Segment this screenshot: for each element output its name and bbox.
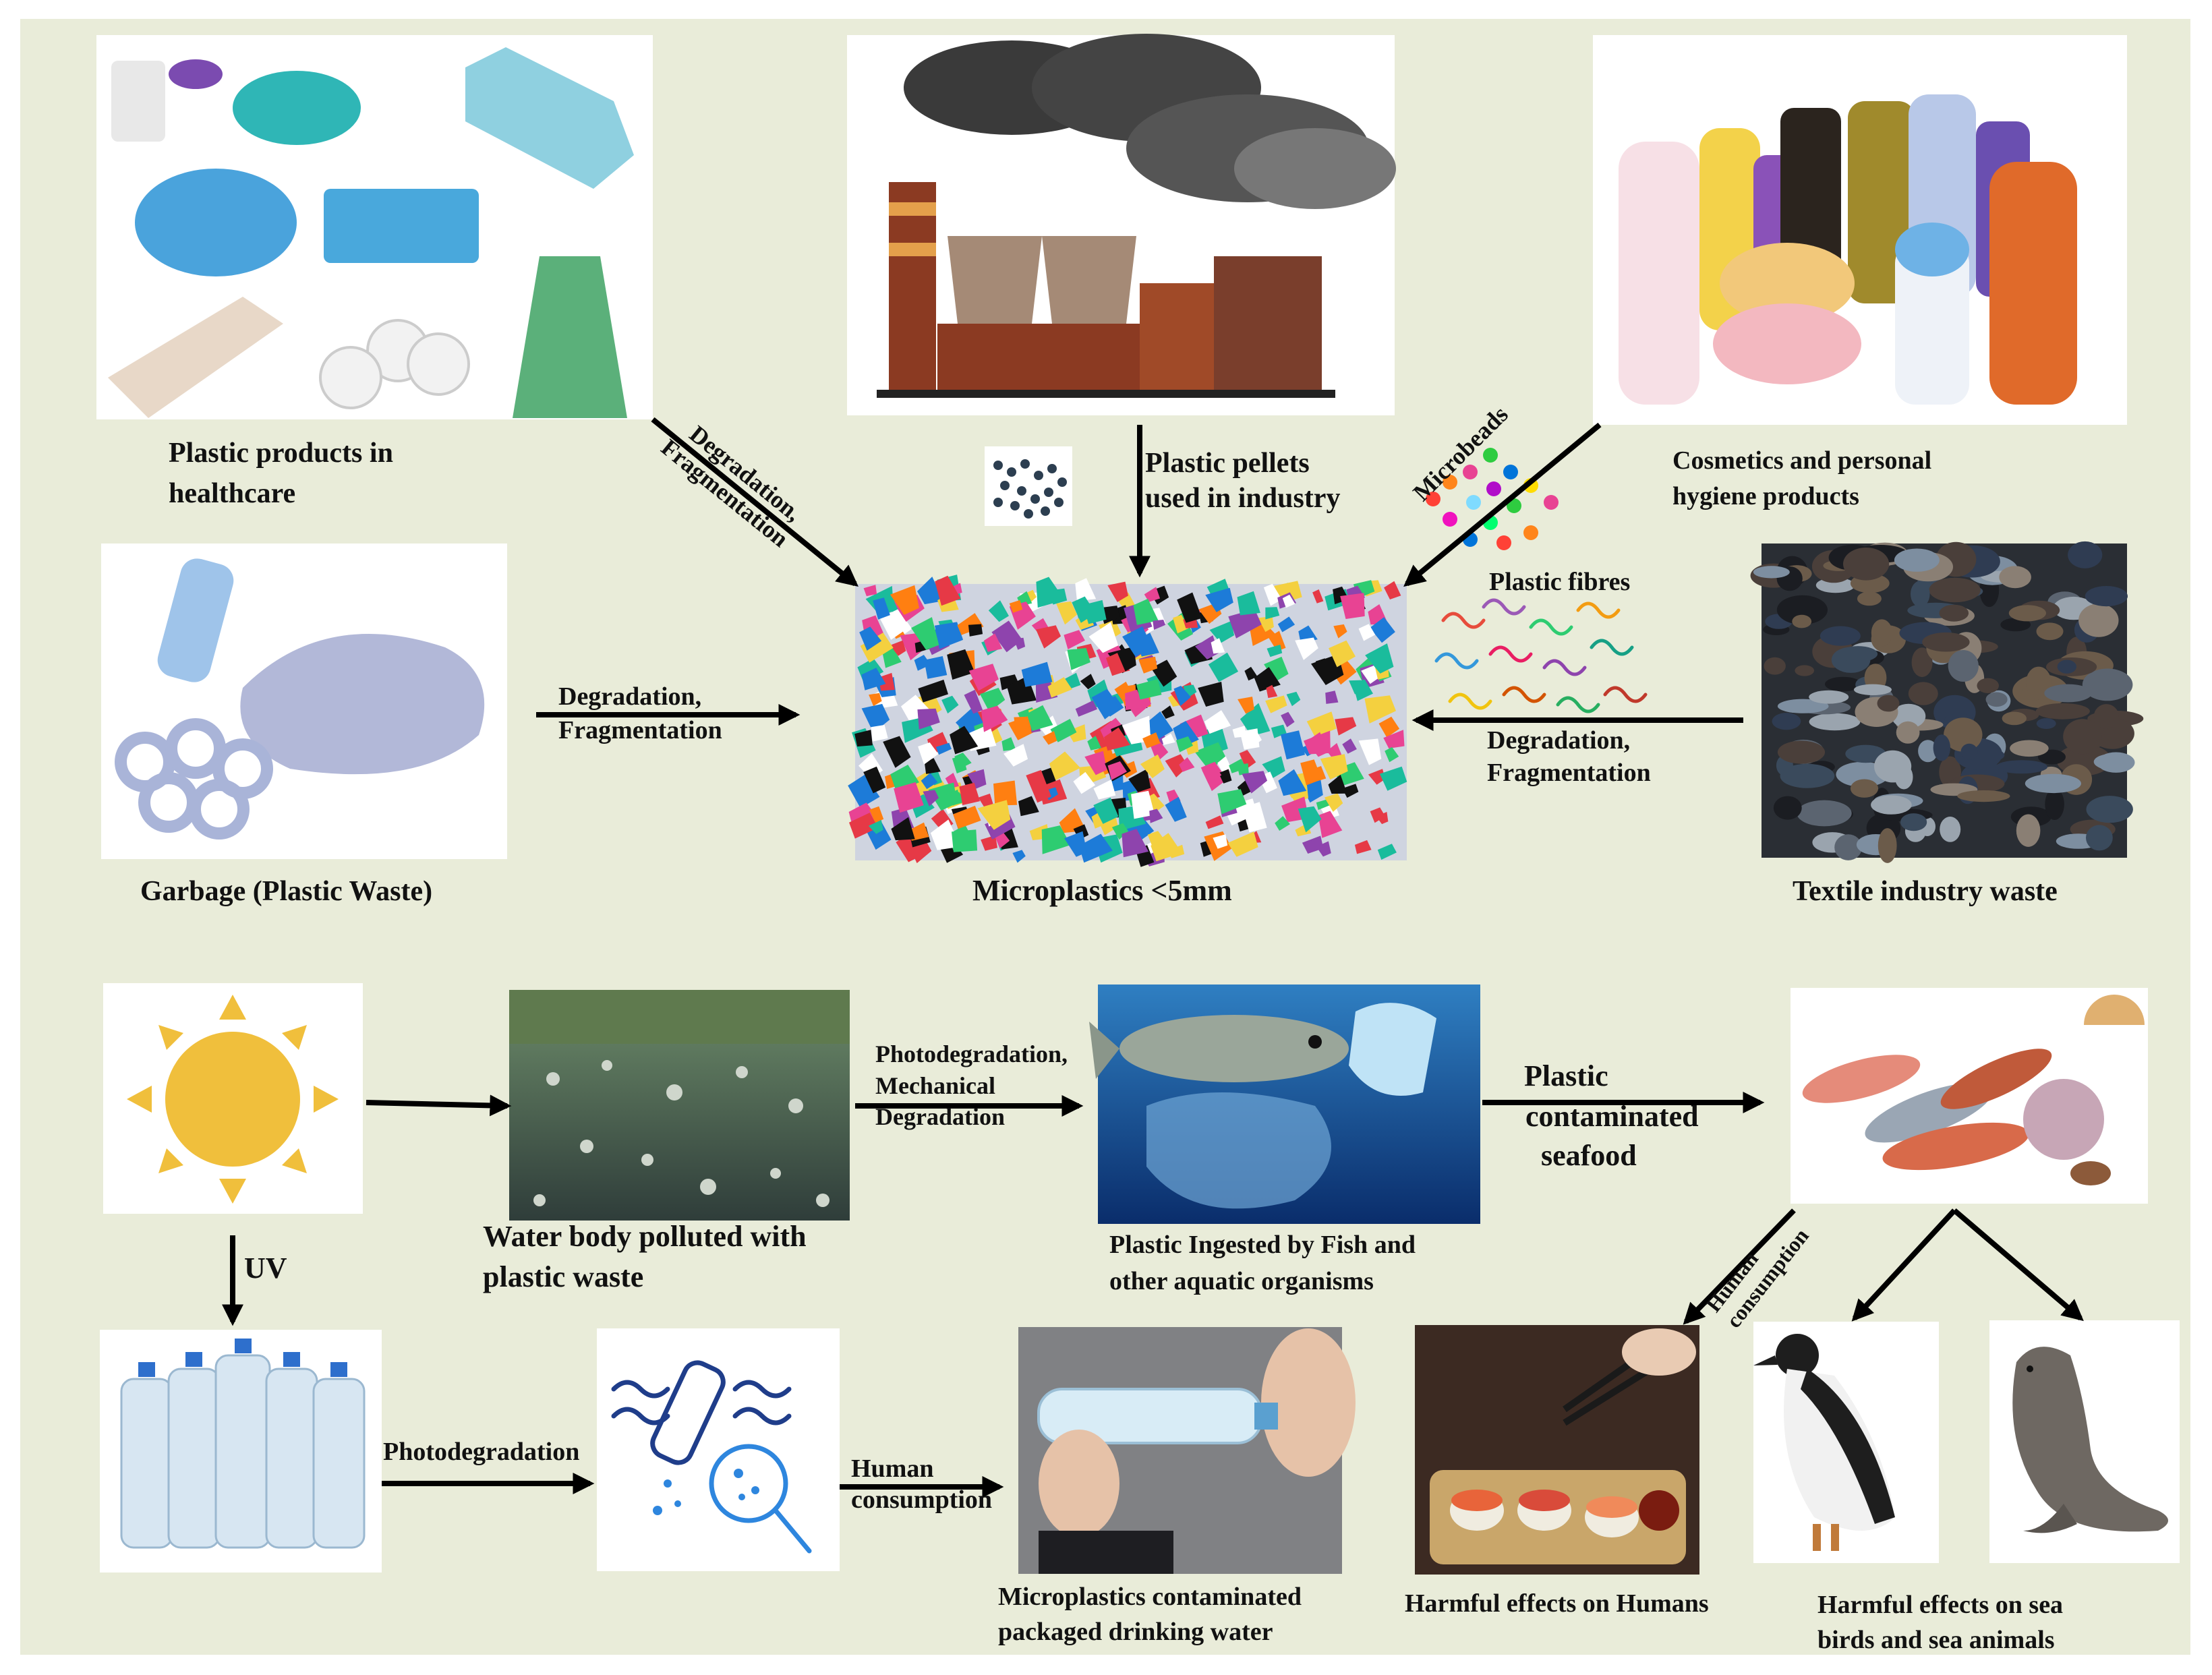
- microplastic-fragments-icon: [848, 575, 1407, 867]
- cosmetics-label-line1: Cosmetics and personal: [1672, 446, 1931, 475]
- cosmetic-bottles-icon: [1593, 35, 2127, 425]
- edge-garbage-degradation: Degradation, Fragmentation: [558, 682, 722, 744]
- fibres-icon: [1434, 598, 1648, 713]
- microplastics-label: Microplastics <5mm: [972, 874, 1232, 907]
- factory-icon: [847, 34, 1396, 415]
- sea-animals-label-line2: birds and sea animals: [1817, 1626, 2055, 1654]
- humans-label: Harmful effects on Humans: [1405, 1589, 1709, 1618]
- arrow-sun-to-water: [366, 1094, 512, 1117]
- sea-animals-label: Harmful effects on sea birds and sea ani…: [1817, 1591, 2070, 1654]
- arrow-seafood-to-humans: [1683, 1208, 1796, 1325]
- arrow-seafood-to-seal: [1952, 1208, 2084, 1322]
- pellets-label-line2: used in industry: [1145, 483, 1340, 514]
- arrow-seafood-to-seabird: [1851, 1208, 1956, 1322]
- sea-animals-label-line1: Harmful effects on sea: [1817, 1591, 2063, 1619]
- drinking-label-line1: Microplastics contaminated: [998, 1583, 1302, 1611]
- drinking-label-line2: packaged drinking water: [998, 1618, 1273, 1646]
- healthcare-label: Plastic products in healthcare: [169, 438, 400, 509]
- arrow-healthcare-to-microplastics: [651, 417, 858, 587]
- pellets-label-line1: Plastic pellets: [1145, 448, 1310, 479]
- person-drinking-icon: [1018, 1327, 1356, 1574]
- fibres-label: Plastic fibres: [1489, 568, 1630, 596]
- seabird-icon: [1753, 1322, 1939, 1563]
- edge-water-to-fish: Photodegradation, Mechanical Degradation: [875, 1040, 1074, 1130]
- seafood-icon: [1791, 988, 2148, 1204]
- plastic-waste-icon: [101, 543, 507, 859]
- bottle-degradation-icon: [597, 1328, 840, 1571]
- seal-icon: [1989, 1320, 2180, 1563]
- drinking-label: Microplastics contaminated packaged drin…: [998, 1583, 1308, 1646]
- pellets-label: Plastic pellets used in industry: [1145, 448, 1340, 514]
- arrow-cosmetics-to-microplastics: [1403, 422, 1602, 587]
- fish-label-line2: other aquatic organisms: [1109, 1267, 1374, 1295]
- water-body-label-line1: Water body polluted with: [483, 1220, 807, 1253]
- textile-label: Textile industry waste: [1793, 876, 2058, 907]
- sushi-chopsticks-icon: [1415, 1325, 1699, 1575]
- pellets-icon: [985, 446, 1072, 526]
- water-body-label: Water body polluted with plastic waste: [483, 1220, 814, 1293]
- polluted-water-icon: [509, 990, 850, 1221]
- sun-icon: [103, 983, 363, 1214]
- textile-waste-icon: [1750, 541, 2144, 863]
- edge-uv: UV: [244, 1252, 287, 1285]
- fish-plastic-icon: [1089, 985, 1480, 1224]
- garbage-label: Garbage (Plastic Waste): [140, 876, 432, 907]
- edge-photodegradation: Photodegradation: [383, 1438, 579, 1466]
- water-body-label-line2: plastic waste: [483, 1260, 643, 1293]
- edge-human-consumption-water: Human consumption: [851, 1454, 992, 1514]
- edge-textile-degradation: Degradation, Fragmentation: [1487, 726, 1651, 787]
- healthcare-label-line2: healthcare: [169, 478, 295, 509]
- water-bottles-icon: [100, 1330, 382, 1573]
- fish-label-line1: Plastic Ingested by Fish and: [1109, 1231, 1416, 1259]
- healthcare-label-line1: Plastic products in: [169, 438, 393, 469]
- cosmetics-label: Cosmetics and personal hygiene products: [1672, 446, 1938, 510]
- edge-fish-to-seafood: Plastic contaminated seafood: [1524, 1059, 1706, 1172]
- fish-label: Plastic Ingested by Fish and other aquat…: [1109, 1231, 1422, 1295]
- healthcare-plastics-icon: [96, 35, 653, 419]
- cosmetics-label-line2: hygiene products: [1672, 482, 1859, 510]
